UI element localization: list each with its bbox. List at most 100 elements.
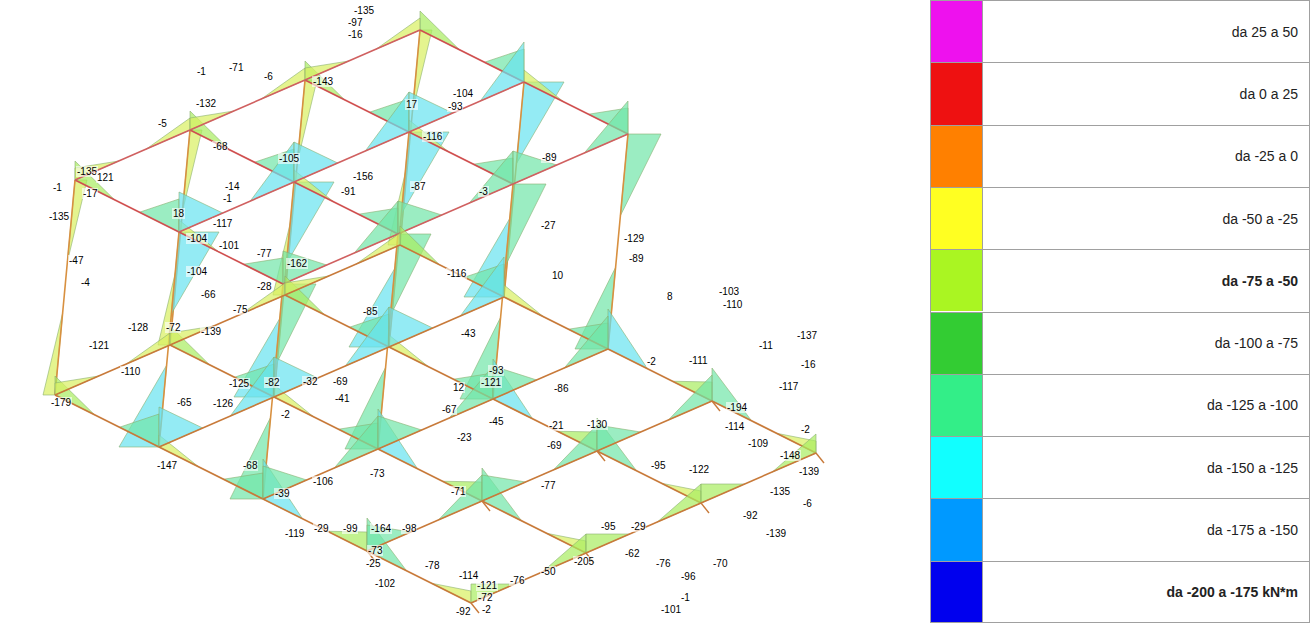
moment-value: -72 bbox=[165, 322, 181, 333]
moment-diagram bbox=[159, 407, 203, 447]
column-stub bbox=[597, 451, 605, 461]
legend-swatch bbox=[931, 126, 983, 187]
moment-value: -132 bbox=[195, 98, 217, 109]
moment-value: -1 bbox=[680, 592, 691, 603]
moment-value: -116 bbox=[446, 268, 467, 279]
legend-text: da -125 a -100 bbox=[1207, 397, 1298, 413]
legend-row: da -75 a -50 bbox=[930, 249, 1310, 311]
legend-text: da -100 a -75 bbox=[1215, 335, 1298, 351]
moment-value: -130 bbox=[586, 419, 608, 430]
moment-value: -139 bbox=[765, 528, 787, 539]
legend-row: da -50 a -25 bbox=[930, 187, 1310, 249]
moment-value: -66 bbox=[200, 289, 216, 300]
moment-value: -110 bbox=[722, 299, 743, 310]
moment-diagram bbox=[420, 11, 460, 50]
beam-line bbox=[159, 447, 263, 499]
moment-value: -101 bbox=[660, 604, 682, 615]
legend-row: da -175 a -150 bbox=[930, 498, 1310, 560]
beam-line bbox=[190, 80, 305, 130]
legend-text: da -75 a -50 bbox=[1222, 273, 1298, 289]
moment-value: 18 bbox=[172, 208, 185, 219]
moment-value: -111 bbox=[688, 355, 709, 366]
legend-row: da 0 a 25 bbox=[930, 62, 1310, 124]
beam-line bbox=[75, 130, 190, 180]
moment-value: -109 bbox=[747, 438, 769, 449]
beam-line bbox=[712, 401, 816, 453]
beam-line bbox=[305, 30, 420, 80]
beam-line bbox=[75, 180, 179, 232]
moment-diagram bbox=[400, 226, 440, 265]
beam-line bbox=[367, 551, 471, 603]
beam-line bbox=[378, 399, 493, 449]
beam-line bbox=[482, 451, 597, 501]
moment-value: -121 bbox=[88, 340, 110, 351]
beam-line bbox=[389, 297, 504, 347]
moment-value: -156 bbox=[352, 171, 374, 182]
beam-line bbox=[493, 349, 608, 399]
moment-value: 12 bbox=[452, 382, 465, 393]
column-stub bbox=[816, 453, 824, 463]
moment-value: -147 bbox=[156, 460, 178, 471]
moment-value: -86 bbox=[553, 383, 569, 394]
beam-line bbox=[263, 499, 367, 551]
moment-value: -93 bbox=[447, 101, 463, 112]
moment-diagram bbox=[223, 473, 263, 499]
moment-value: -65 bbox=[176, 397, 192, 408]
moment-value: -97 bbox=[347, 17, 363, 28]
beam-line bbox=[586, 503, 701, 553]
column-stub bbox=[482, 501, 490, 511]
moment-value: -1 bbox=[52, 182, 63, 193]
moment-value: -14 bbox=[224, 181, 240, 192]
legend-text: da -200 a -175 kN*m bbox=[1166, 584, 1298, 600]
moment-value: -29 bbox=[630, 521, 646, 532]
moment-value: -1 bbox=[196, 66, 207, 77]
beam-line bbox=[513, 134, 628, 184]
moment-value: -78 bbox=[424, 560, 440, 571]
column-stub bbox=[471, 603, 479, 613]
moment-value: -76 bbox=[509, 575, 525, 586]
moment-value: -2 bbox=[646, 356, 657, 367]
moment-value: 121 bbox=[96, 172, 115, 183]
legend-row: da -25 a 0 bbox=[930, 125, 1310, 187]
moment-value: -101 bbox=[218, 240, 240, 251]
moment-value: -21 bbox=[548, 420, 564, 431]
beam-line bbox=[471, 553, 586, 603]
legend-row: da -125 a -100 bbox=[930, 374, 1310, 436]
beam-line bbox=[367, 501, 482, 551]
beam-line bbox=[482, 501, 586, 553]
moment-value: -105 bbox=[278, 153, 300, 164]
moment-value: -85 bbox=[362, 306, 378, 317]
moment-value: -93 bbox=[488, 365, 504, 376]
moment-value: -16 bbox=[347, 29, 363, 40]
moment-value: -95 bbox=[650, 460, 666, 471]
moment-diagram bbox=[274, 357, 318, 397]
moment-diagram bbox=[657, 484, 701, 522]
moment-value: -50 bbox=[540, 566, 556, 577]
moment-value: -99 bbox=[342, 523, 358, 534]
column-stub bbox=[712, 401, 720, 411]
moment-value: -73 bbox=[367, 545, 383, 556]
moment-value: -76 bbox=[655, 558, 671, 569]
moment-value: -2 bbox=[800, 424, 811, 435]
moment-value: -77 bbox=[256, 248, 272, 259]
moment-value: -68 bbox=[242, 460, 258, 471]
moment-value: -39 bbox=[274, 488, 290, 499]
moment-value: -95 bbox=[600, 521, 616, 532]
moment-value: -47 bbox=[68, 255, 84, 266]
moment-value: -16 bbox=[800, 359, 816, 370]
legend-text: da -50 a -25 bbox=[1223, 211, 1299, 227]
moment-value: -69 bbox=[546, 440, 562, 451]
moment-value: -143 bbox=[312, 76, 334, 87]
moment-value: -25 bbox=[365, 558, 381, 569]
moment-diagram bbox=[469, 151, 513, 203]
beam-line bbox=[378, 449, 482, 501]
moment-value: -117 bbox=[778, 381, 799, 392]
moment-value: -43 bbox=[460, 328, 476, 339]
legend-swatch bbox=[931, 437, 983, 498]
moment-value: -23 bbox=[456, 432, 472, 443]
moment-value: -110 bbox=[120, 366, 141, 377]
beam-line bbox=[597, 451, 701, 503]
moment-diagram bbox=[482, 475, 526, 501]
moment-value: -91 bbox=[340, 186, 356, 197]
moment-value: -4 bbox=[80, 277, 91, 288]
